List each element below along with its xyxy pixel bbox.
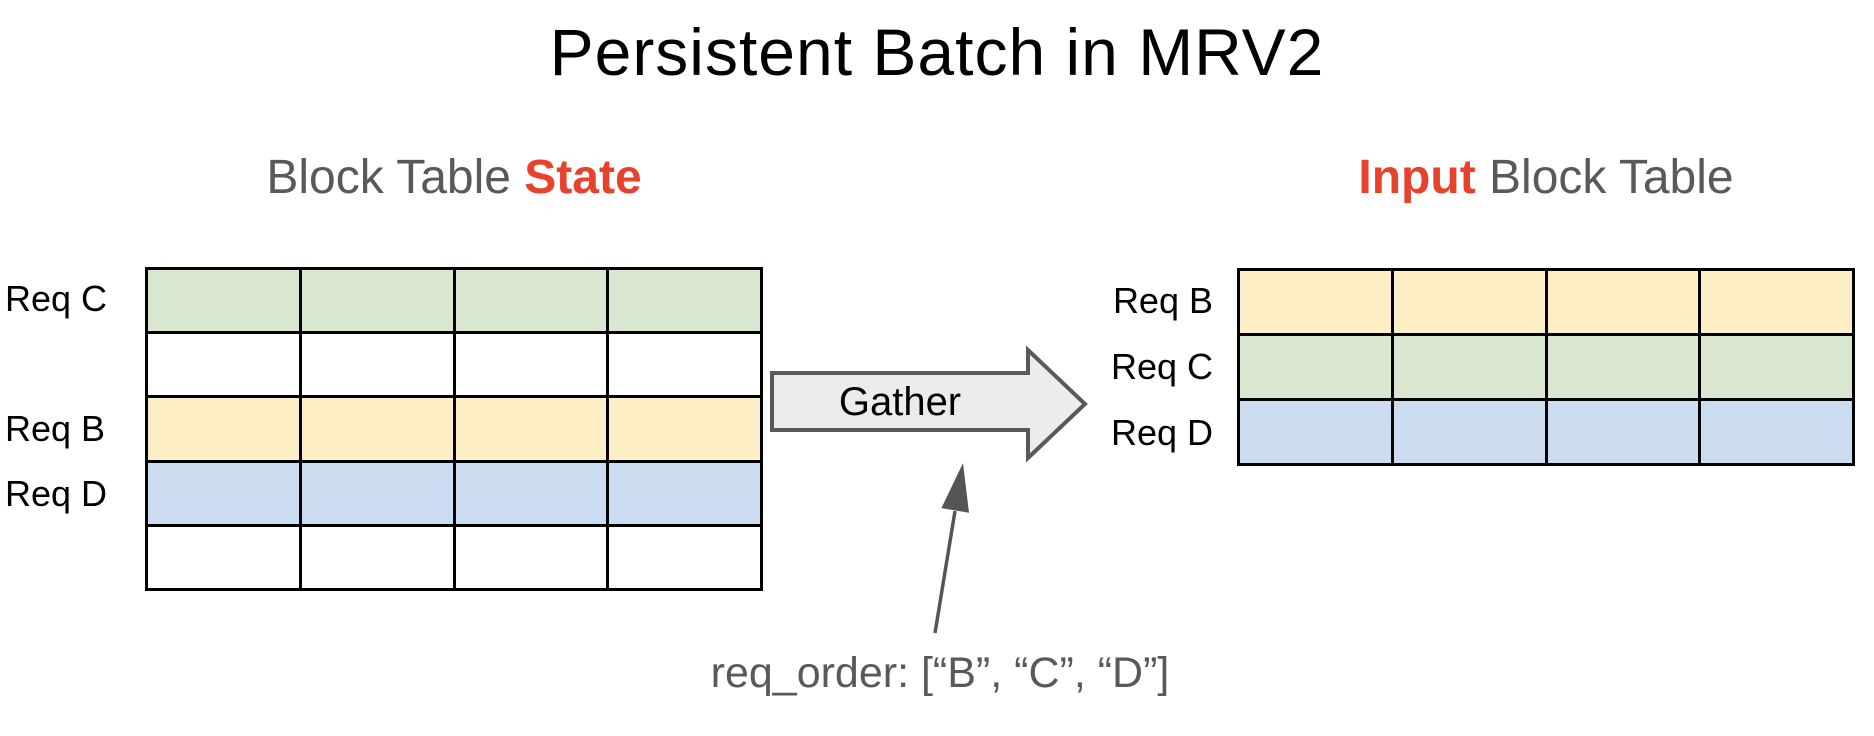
row-label: Req B [5, 407, 106, 449]
block-cell [1393, 271, 1545, 333]
req-order-arrow-icon [933, 463, 969, 634]
right-row-labels: Req B Req C Req D [1085, 268, 1225, 466]
block-cell [301, 398, 453, 460]
block-cell [455, 398, 607, 460]
block-cell [148, 526, 299, 588]
block-cell [455, 270, 607, 332]
req-order-annotation: req_order: [“B”, “C”, “D”] [710, 649, 1170, 697]
row-label: Req D [1110, 412, 1213, 453]
block-cell [1240, 336, 1391, 398]
block-cell [1701, 336, 1852, 398]
block-cell [1701, 271, 1852, 333]
block-cell [609, 462, 760, 524]
right-heading-gray-text: Block Table [1475, 151, 1734, 204]
block-cell [1547, 401, 1699, 463]
block-cell [609, 398, 760, 460]
left-table-heading: Block Table State [145, 148, 763, 208]
row-label: Req C [1110, 346, 1213, 387]
gather-label: Gather [838, 380, 962, 424]
row-label: Req D [5, 472, 108, 514]
block-cell [1240, 401, 1391, 463]
block-cell [609, 526, 760, 588]
gather-arrow-icon [770, 346, 1088, 462]
block-cell [148, 334, 299, 396]
block-cell [1393, 336, 1545, 398]
row-label [0, 526, 132, 591]
block-cell [301, 462, 453, 524]
block-cell [1547, 271, 1699, 333]
block-cell [1701, 401, 1852, 463]
block-cell [455, 334, 607, 396]
block-cell [148, 462, 299, 524]
right-heading-red-text: Input [1358, 151, 1476, 204]
block-cell [301, 334, 453, 396]
input-block-table [1237, 268, 1855, 466]
left-row-labels: Req C Req B Req D [0, 267, 132, 591]
left-heading-gray-text: Block Table [266, 151, 525, 204]
block-cell [148, 398, 299, 460]
block-cell [609, 334, 760, 396]
block-cell [301, 526, 453, 588]
row-label: Req C [5, 278, 108, 320]
block-table-state [145, 267, 763, 591]
block-cell [1240, 271, 1391, 333]
block-cell [1393, 401, 1545, 463]
block-cell [148, 270, 299, 332]
right-table-heading: Input Block Table [1237, 148, 1855, 208]
block-cell [455, 462, 607, 524]
row-label [0, 332, 132, 397]
left-heading-red-text: State [524, 151, 642, 204]
block-cell [609, 270, 760, 332]
row-label: Req B [1112, 280, 1213, 321]
block-cell [455, 526, 607, 588]
block-cell [301, 270, 453, 332]
page-title: Persistent Batch in MRV2 [549, 15, 1325, 89]
block-cell [1547, 336, 1699, 398]
